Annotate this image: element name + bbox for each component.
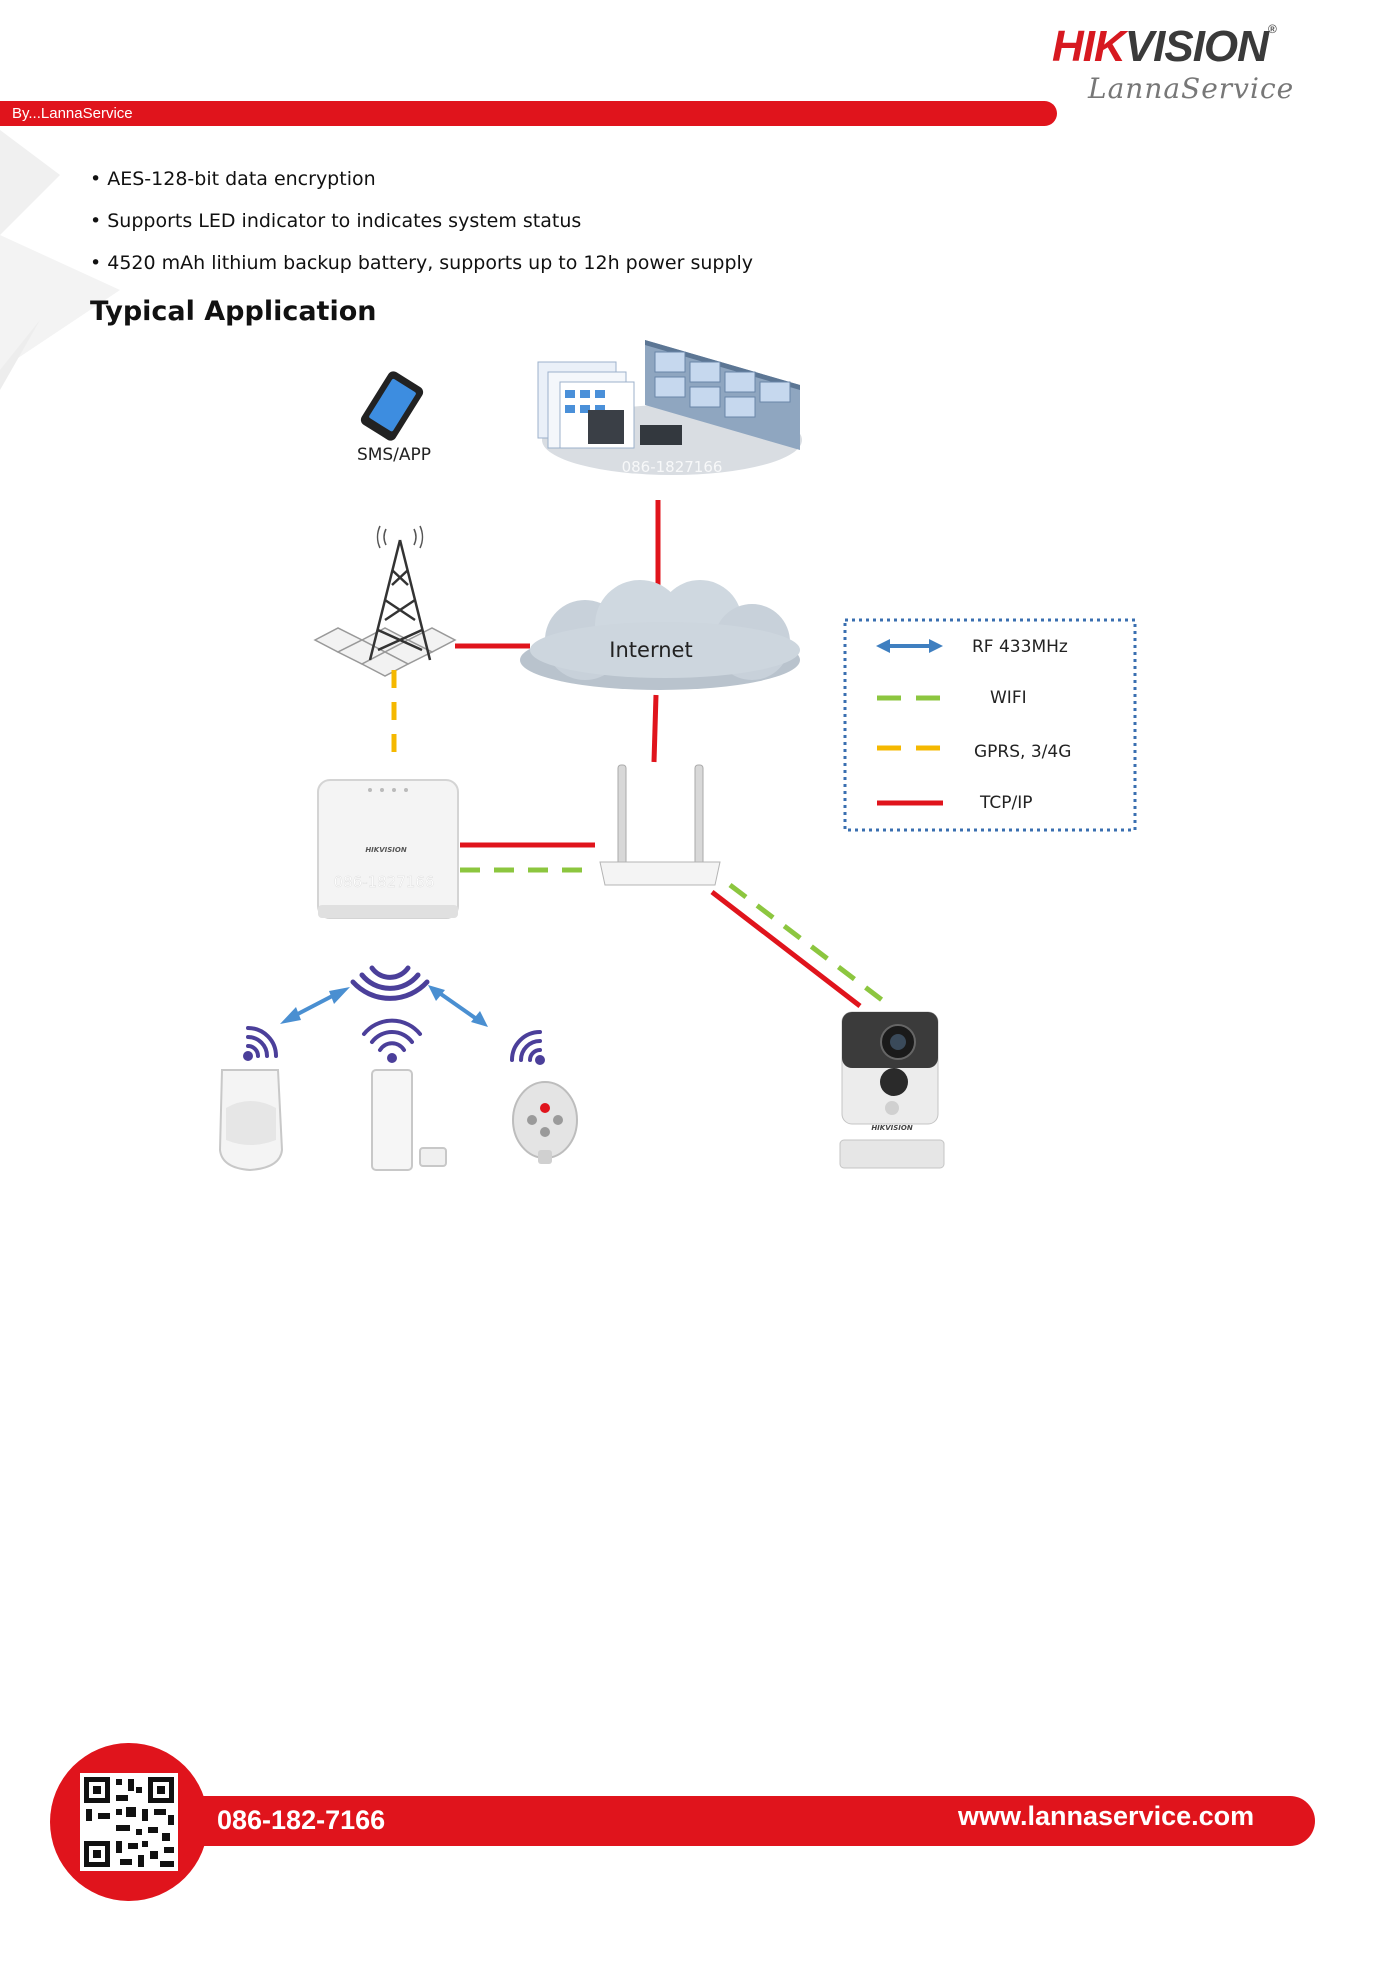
alarm-panel-icon <box>317 779 459 919</box>
pir-detector-icon <box>218 1069 284 1172</box>
feature-item: • AES-128-bit data encryption <box>90 168 376 190</box>
door-contact-icon <box>371 1069 447 1171</box>
section-title: Typical Application <box>90 296 377 327</box>
signal-icon-keyfob <box>510 1030 545 1065</box>
legend-gprs-label: GPRS, 3/4G <box>974 742 1071 762</box>
legend-wifi-label: WIFI <box>990 688 1027 708</box>
decorative-triangles <box>0 130 120 390</box>
typical-application-diagram: SMS/APP 086-1827166 <box>218 340 1137 1172</box>
lannaservice-logo: LannaService <box>1088 72 1295 105</box>
camera-brand: HIKVISION <box>871 1124 913 1132</box>
feature-item: • Supports LED indicator to indicates sy… <box>90 210 582 232</box>
tcpip-link-router <box>651 694 659 763</box>
wireless-signal-icon <box>350 965 430 1001</box>
ip-camera-icon <box>839 1011 945 1169</box>
feature-list: • AES-128-bit data encryption • Supports… <box>90 166 990 292</box>
sms-app-label: SMS/APP <box>357 445 431 465</box>
control-center-icon <box>537 340 802 475</box>
footer-bar <box>135 1796 1315 1846</box>
keyfob-icon <box>512 1081 578 1164</box>
signal-icon-contact <box>362 1018 422 1063</box>
cell-tower-icon <box>313 525 457 677</box>
qr-code-icon[interactable] <box>50 1743 208 1901</box>
watermark-panel: 086-1827166 <box>334 873 435 891</box>
qr-badge <box>50 1743 208 1901</box>
header-bar: By...LannaService <box>0 101 1057 126</box>
router-icon <box>599 764 721 886</box>
smartphone-icon <box>360 371 424 441</box>
footer-website-link[interactable]: www.lannaservice.com <box>958 1801 1255 1831</box>
internet-cloud-icon <box>520 580 800 690</box>
hikvision-logo: HIKVISION® <box>1052 22 1277 71</box>
byline: By...LannaService <box>12 105 133 122</box>
rf-arrow-right <box>428 985 488 1027</box>
rf-arrow-left <box>280 987 350 1024</box>
legend-rf-label: RF 433MHz <box>972 637 1068 657</box>
legend-rf-symbol <box>876 639 943 653</box>
footer-phone[interactable]: 086-182-7166 <box>217 1805 386 1835</box>
panel-brand: HIKVISION <box>365 846 407 854</box>
legend-tcpip-label: TCP/IP <box>979 793 1033 813</box>
signal-icon-detector <box>243 1026 278 1061</box>
feature-item: • 4520 mAh lithium backup battery, suppo… <box>90 252 754 274</box>
tcpip-link-camera <box>710 890 862 1008</box>
wifi-link-camera <box>728 883 892 1008</box>
watermark-top: 086-1827166 <box>622 458 723 476</box>
legend <box>843 618 1137 832</box>
internet-label: Internet <box>609 638 692 662</box>
